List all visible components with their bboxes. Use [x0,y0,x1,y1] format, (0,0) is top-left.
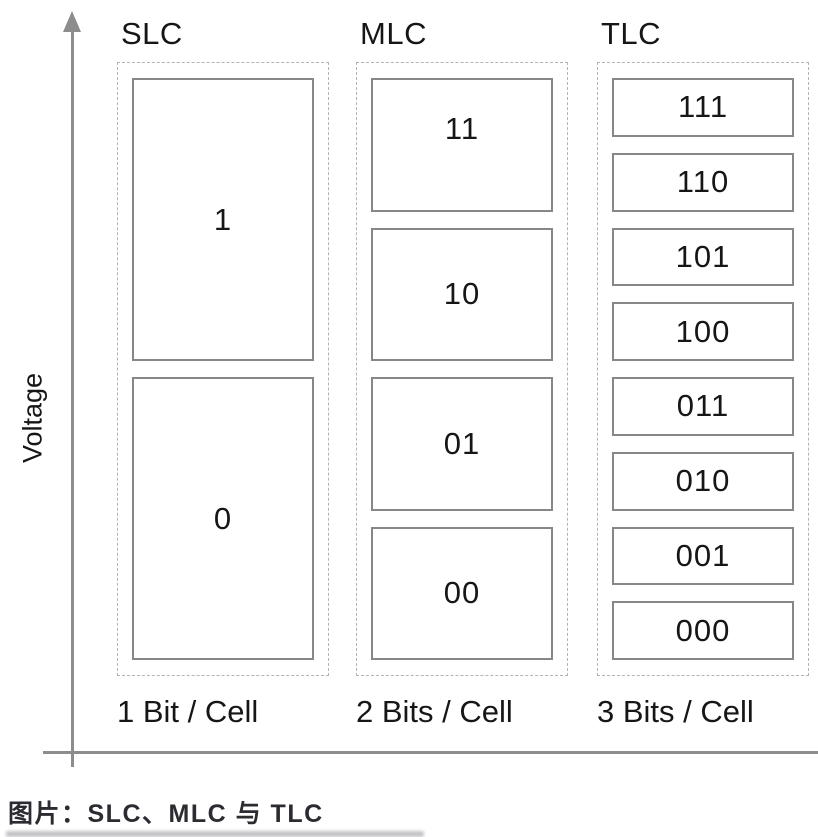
column-title-slc: SLC [121,16,183,51]
column-caption-tlc: 3 Bits / Cell [597,694,754,729]
cell-box-mlc-00: 00 [371,526,553,660]
cell-box-tlc-000: 000 [612,601,794,660]
cell-box-tlc-001: 001 [612,526,794,586]
cell-label: 010 [675,463,731,499]
column-tlc: TLC 111 110 101 100 011 010 001 000 3 Bits / Ce… [597,18,809,727]
cell-box-mlc-11: 11 [371,78,553,212]
cell-label: 1 [213,201,233,237]
cell-box-slc-1: 1 [132,78,314,361]
x-axis [43,751,818,754]
column-title-mlc: MLC [360,16,427,51]
cell-box-tlc-100: 100 [612,302,794,361]
cell-label: 101 [675,238,731,274]
cell-box-tlc-110: 110 [612,152,794,212]
cell-label: 100 [675,313,731,349]
cell-label: 001 [675,537,731,573]
cell-label: 011 [676,388,730,424]
cell-box-mlc-01: 01 [371,377,553,511]
y-axis-label: Voltage [17,372,48,464]
cell-box-slc-0: 0 [132,377,314,660]
cell-box-tlc-111: 111 [612,78,794,137]
figure-caption: 图片：SLC、MLC 与 TLC [8,800,324,828]
cell-box-tlc-010: 010 [612,451,794,511]
cell-label: 01 [443,425,481,461]
column-caption-slc: 1 Bit / Cell [117,694,259,729]
cell-label: 111 [677,89,729,125]
cell-box-tlc-011: 011 [612,377,794,436]
cell-label: 000 [675,612,731,648]
cell-label: 00 [443,575,481,611]
cell-stack-mlc: 11 10 01 00 [356,62,568,676]
column-title-tlc: TLC [601,16,662,51]
cell-box-tlc-101: 101 [612,227,794,287]
cell-label: 10 [443,276,481,312]
cell-label: 11 [444,110,480,146]
column-caption-mlc: 2 Bits / Cell [356,694,513,729]
y-axis-arrowhead-icon [63,11,81,32]
cell-stack-tlc: 111 110 101 100 011 010 001 000 [597,62,809,676]
cut-off-text-smudge [6,831,424,837]
cell-label: 110 [676,164,730,200]
column-mlc: MLC 11 10 01 00 2 Bits / Cell [356,18,568,727]
cell-label: 0 [213,500,233,536]
y-axis [71,26,74,767]
cell-box-mlc-10: 10 [371,227,553,361]
